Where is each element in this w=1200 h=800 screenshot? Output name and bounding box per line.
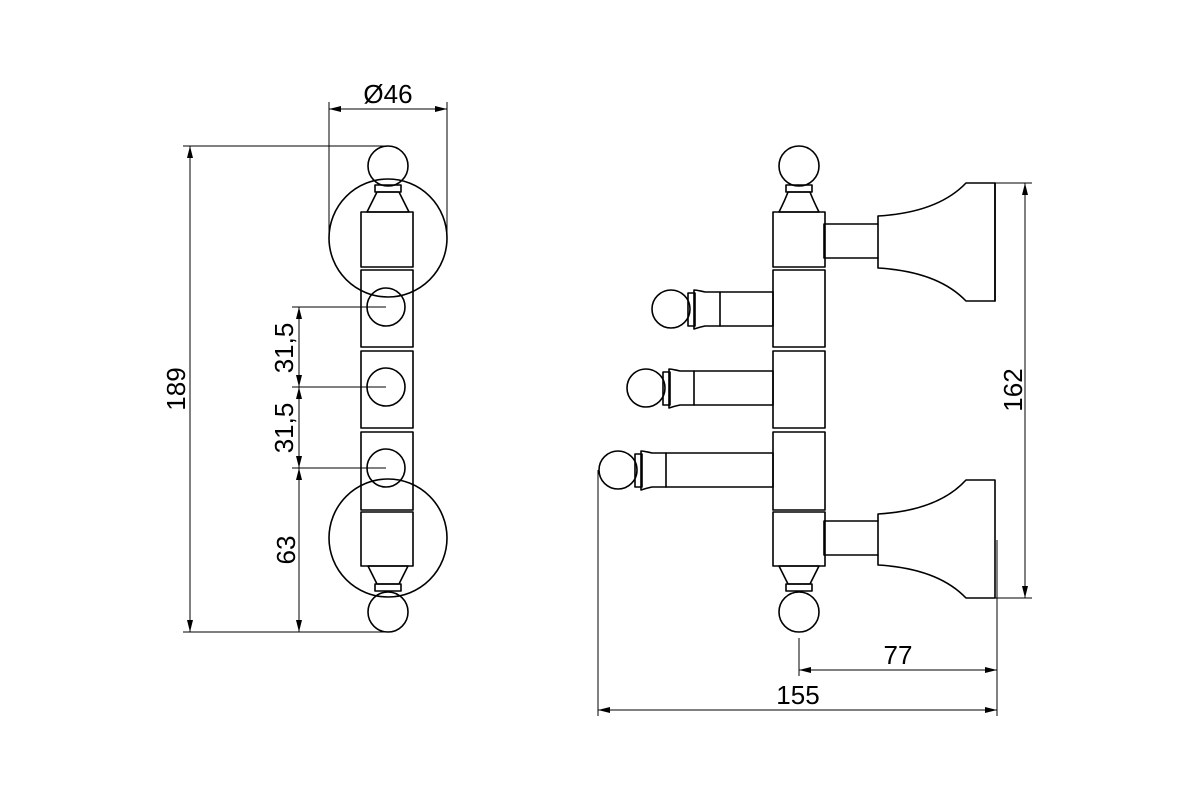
side-height-label: 162 — [998, 368, 1028, 411]
side-block-stack — [772, 211, 826, 567]
front-top-rosette — [328, 178, 448, 298]
diameter-label: Ø46 — [363, 79, 412, 109]
swivel-arm-1 — [651, 289, 774, 330]
front-view — [328, 145, 448, 633]
bottom-offset-label: 63 — [271, 536, 301, 565]
spacing-lower-label: 31,5 — [269, 403, 299, 454]
front-bottom-finial — [367, 565, 409, 633]
side-bottom-finial — [778, 565, 820, 633]
swivel-arm-2 — [626, 368, 774, 409]
side-view — [598, 145, 996, 633]
front-dimensions: Ø46 189 31,5 31,5 63 — [161, 79, 448, 633]
side-top-finial — [778, 145, 820, 213]
swivel-arm-3 — [598, 450, 774, 491]
arm-offset-label: 77 — [884, 640, 913, 670]
spacing-upper-label: 31,5 — [269, 323, 299, 374]
side-bottom-bracket — [823, 479, 996, 599]
front-block-stack — [360, 211, 414, 567]
width-label: 155 — [776, 680, 819, 710]
side-top-bracket — [823, 182, 996, 302]
front-bottom-rosette — [328, 478, 448, 598]
height-label: 189 — [161, 367, 191, 410]
side-dimensions: 162 77 155 — [597, 182, 1032, 716]
